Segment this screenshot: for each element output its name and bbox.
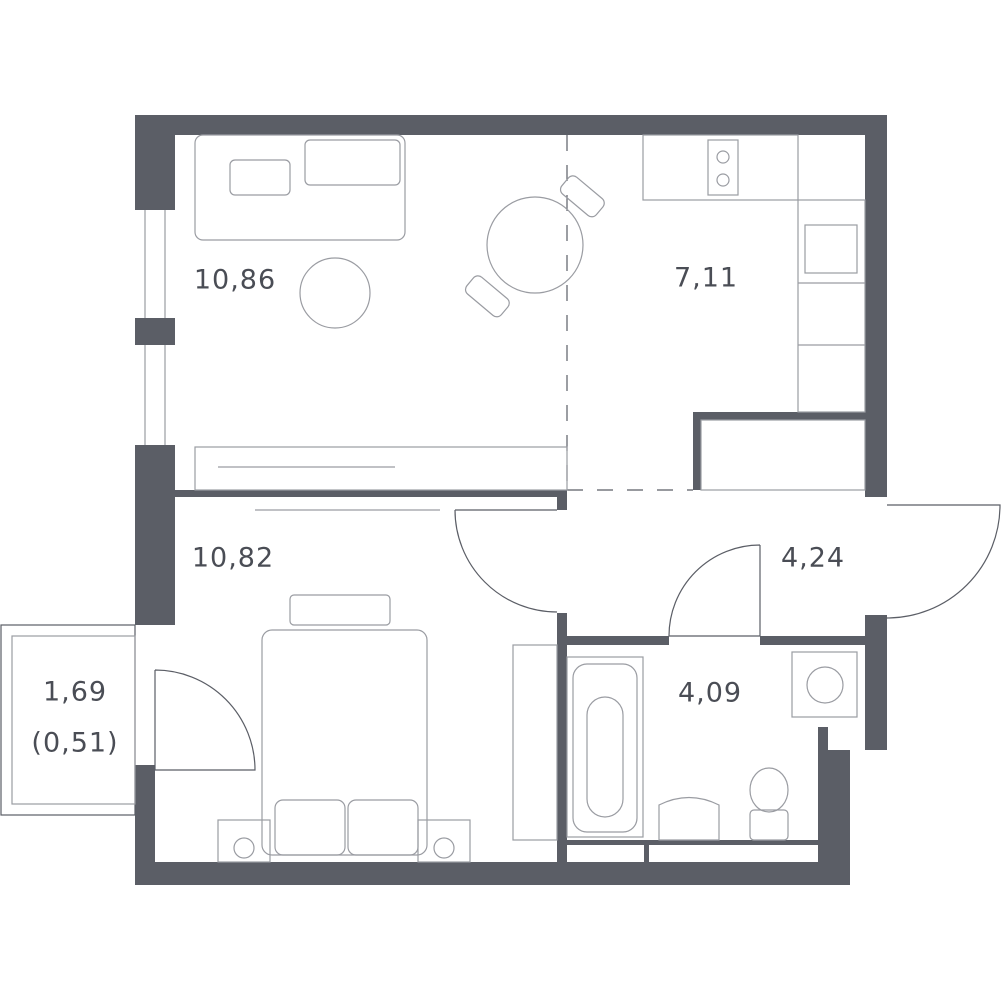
furniture (194, 134, 866, 863)
balcony-area-reduced: (0,51) (31, 728, 119, 759)
room-area-bathroom: 4,09 (677, 677, 743, 709)
room-area-bedroom: 10,82 (191, 542, 275, 574)
windows (144, 210, 166, 445)
room-area-kitchen: 7,11 (673, 262, 739, 294)
balcony (0, 624, 136, 816)
room-area-living: 10,86 (193, 264, 277, 296)
balcony-area-total: 1,69 (42, 676, 108, 708)
room-area-hall: 4,24 (780, 542, 846, 574)
balcony-area: 1,69 (0,51) (31, 667, 118, 770)
doors (154, 135, 1001, 771)
walls (135, 115, 887, 885)
